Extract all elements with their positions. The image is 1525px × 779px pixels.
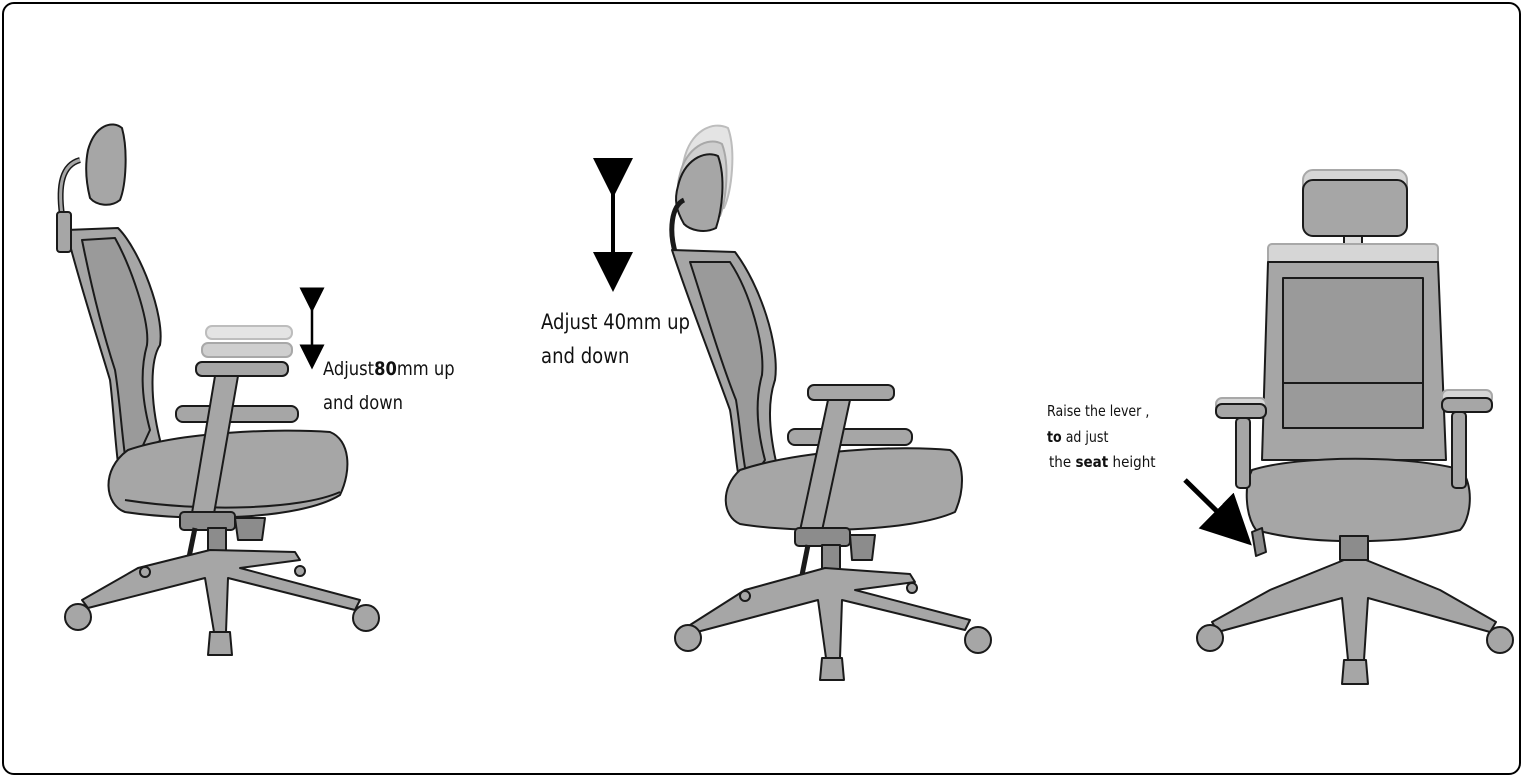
chair-side-armrest <box>57 124 379 655</box>
chair-front-seat <box>1197 170 1513 684</box>
seat-caption-line1: Raise the lever , <box>1047 404 1149 419</box>
seat-caption-line2: to ad just <box>1047 430 1108 445</box>
chair-side-headrest <box>672 126 991 680</box>
seat-caption-line3: the seat height <box>1049 455 1156 470</box>
headrest-caption-line1: Adjust 40mm up <box>541 312 690 333</box>
lever-arrow <box>1185 480 1234 528</box>
armrest-caption-line2: and down <box>323 394 403 413</box>
headrest-caption-line2: and down <box>541 346 629 367</box>
armrest-caption-line1: Adjust80mm up <box>323 360 455 379</box>
